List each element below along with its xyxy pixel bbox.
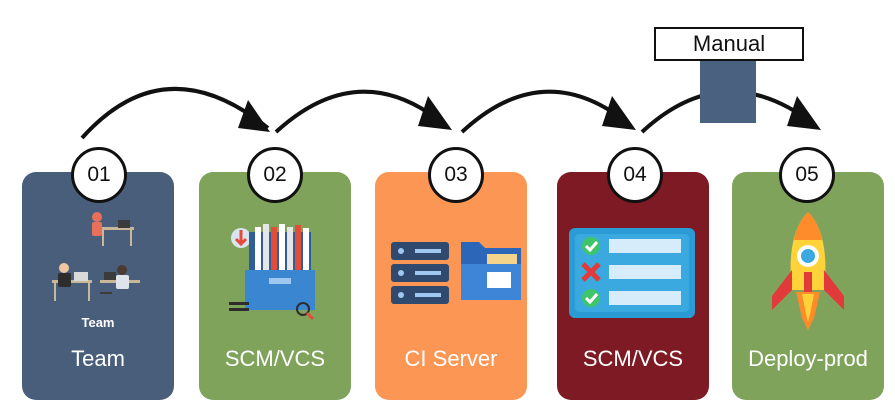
stage-label: Deploy-prod: [748, 346, 868, 371]
server-folder-icon: [391, 242, 521, 304]
checklist-icon: [569, 228, 695, 318]
manual-gate-block: [700, 61, 756, 123]
stage-card-deploy-prod: Deploy-prod: [732, 172, 884, 400]
stage-number-badge: 02: [247, 147, 303, 203]
stage-number-badge: 04: [607, 147, 663, 203]
stage-number-badge: 05: [779, 147, 835, 203]
team-caption: Team: [81, 315, 115, 330]
stage-card-ci-server: CI Server: [375, 172, 527, 400]
stage-card-scm-2: SCM/VCS: [557, 172, 709, 400]
arrowhead-05: [787, 96, 821, 130]
stage-number-badge: 03: [428, 147, 484, 203]
rocket-icon: [772, 212, 844, 330]
stage-label: SCM/VCS: [224, 346, 326, 371]
stage-number-badge: 01: [71, 147, 127, 203]
stage-card-scm: SCM/VCS: [199, 172, 351, 400]
file-cabinet-icon: [229, 224, 315, 321]
arrowhead-03: [418, 96, 452, 130]
arrowhead-02: [238, 100, 270, 132]
stage-card-team: Team Team: [22, 172, 174, 400]
stage-label: SCM/VCS: [582, 346, 684, 371]
stage-label: CI Server: [404, 346, 498, 371]
arrowhead-04: [602, 96, 636, 130]
team-people-icon: [52, 212, 140, 301]
arrow-01-02: [80, 87, 270, 140]
manual-label: Manual: [654, 27, 804, 61]
stage-label: Team: [71, 346, 125, 371]
